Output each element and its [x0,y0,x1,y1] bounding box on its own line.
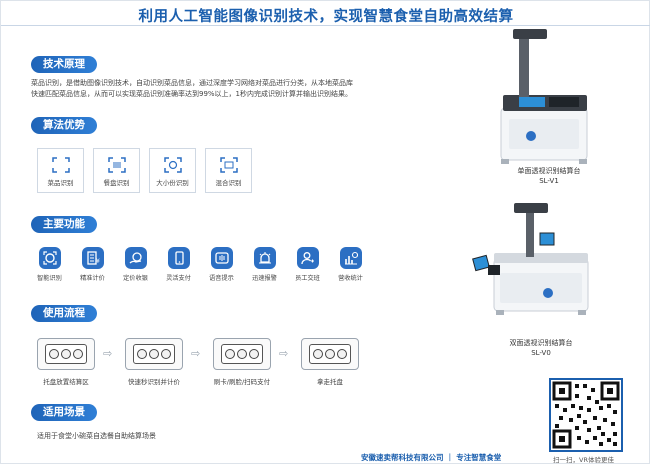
qr-code-icon [552,381,620,449]
footer-company: 安徽速卖帮科技有限公司 ｜ 专注智慧食堂 [361,453,502,462]
feature-item: 语音提示 [206,247,237,282]
cashier-icon [124,247,147,269]
algo-card-mixed: 混合识别 [205,148,252,193]
feature-list: 智能识别 ¥ 精准计价 定价收银 灵活支付 语音提示 迅速报警 员工交班 营收统 [34,247,366,282]
feature-label: 定价收银 [123,275,148,282]
algo-card-portion: 大小份识别 [149,148,196,193]
flow-step-recognize [125,338,183,370]
portion-size-icon [163,157,182,173]
flow-step-place-tray [37,338,95,370]
algo-cards: 菜品识别 餐盘识别 大小份识别 混合识别 [37,148,252,193]
feature-item: 迅速报警 [249,247,280,282]
qr-caption: 扫一扫，VR体验更佳 [553,456,614,464]
feature-item: 营收统计 [335,247,366,282]
section-algo-title: 算法优势 [31,117,97,134]
tray [309,344,351,364]
flow-arrow-icon: ⇨ [279,347,289,360]
feature-item: ¥ 精准计价 [77,247,108,282]
algo-card-tray: 餐盘识别 [93,148,140,193]
device-double-model: SL-V0 [531,349,551,357]
revenue-stats-icon [339,247,362,269]
feature-label: 语音提示 [209,275,234,282]
device-double-name: 双面透视识别结算台 [509,339,573,347]
feature-label: 迅速报警 [252,275,277,282]
section-tech-title: 技术原理 [31,56,97,73]
flow-step-label: 托盘放置结算区 [43,378,89,386]
device-double-image [472,203,589,315]
tech-line-2: 快速匹配菜品信息，从而可以实现菜品识别准确率达到99%以上，1秒内完成识别计算并… [31,90,353,98]
svg-text:¥: ¥ [96,258,100,265]
flow-step-label: 快速秒识别并计价 [128,378,180,386]
feature-item: 智能识别 [34,247,65,282]
price-calc-icon: ¥ [81,247,104,269]
section-func-title: 主要功能 [31,216,97,233]
mixed-recognition-icon [219,157,238,173]
section-flow-title: 使用流程 [31,305,97,322]
algo-card-dish: 菜品识别 [37,148,84,193]
flow-arrow-icon: ⇨ [191,347,201,360]
tray [133,344,175,364]
title-divider [1,25,650,26]
flow-arrow-icon: ⇨ [103,347,113,360]
algo-card-label: 混合识别 [215,179,242,187]
algo-card-label: 菜品识别 [47,179,74,187]
device-single-image [500,29,588,164]
device-single-model: SL-V1 [539,177,559,185]
flow-step-label: 刷卡/刷脸/扫码支付 [213,378,271,386]
scene-description: 适用于食堂小碗菜自选餐自助结算场景 [37,432,156,440]
mobile-pay-icon [167,247,190,269]
feature-item: 灵活支付 [163,247,194,282]
section-scene-title: 适用场景 [31,404,97,421]
feature-item: 定价收银 [120,247,151,282]
face-scan-icon [38,247,61,269]
feature-label: 精准计价 [80,275,105,282]
tray [221,344,263,364]
feature-label: 智能识别 [37,275,62,282]
alarm-icon [253,247,276,269]
feature-item: 员工交班 [292,247,323,282]
feature-label: 营收统计 [338,275,363,282]
algo-card-label: 大小份识别 [156,179,189,187]
device-single-name: 单面透视识别结算台 [517,167,581,175]
qr-code[interactable] [549,378,623,452]
feature-label: 员工交班 [295,275,320,282]
flow-step-take-tray [301,338,359,370]
tech-paragraph: 菜品识别，是借助图像识别技术，自动识别菜品信息，通过深度学习网络对菜品进行分类，… [31,78,491,100]
tray [45,344,87,364]
algo-card-label: 餐盘识别 [103,179,130,187]
voice-prompt-icon [210,247,233,269]
flow-step-label: 拿走托盘 [317,378,343,386]
page-title: 利用人工智能图像识别技术，实现智慧食堂自助高效结算 [138,9,514,25]
shift-handover-icon [296,247,319,269]
feature-label: 灵活支付 [166,275,191,282]
flow-step-pay [213,338,271,370]
scan-lines-icon [107,157,126,173]
tech-line-1: 菜品识别，是借助图像识别技术，自动识别菜品信息，通过深度学习网络对菜品进行分类，… [31,79,353,87]
scan-frame-icon [51,157,70,173]
